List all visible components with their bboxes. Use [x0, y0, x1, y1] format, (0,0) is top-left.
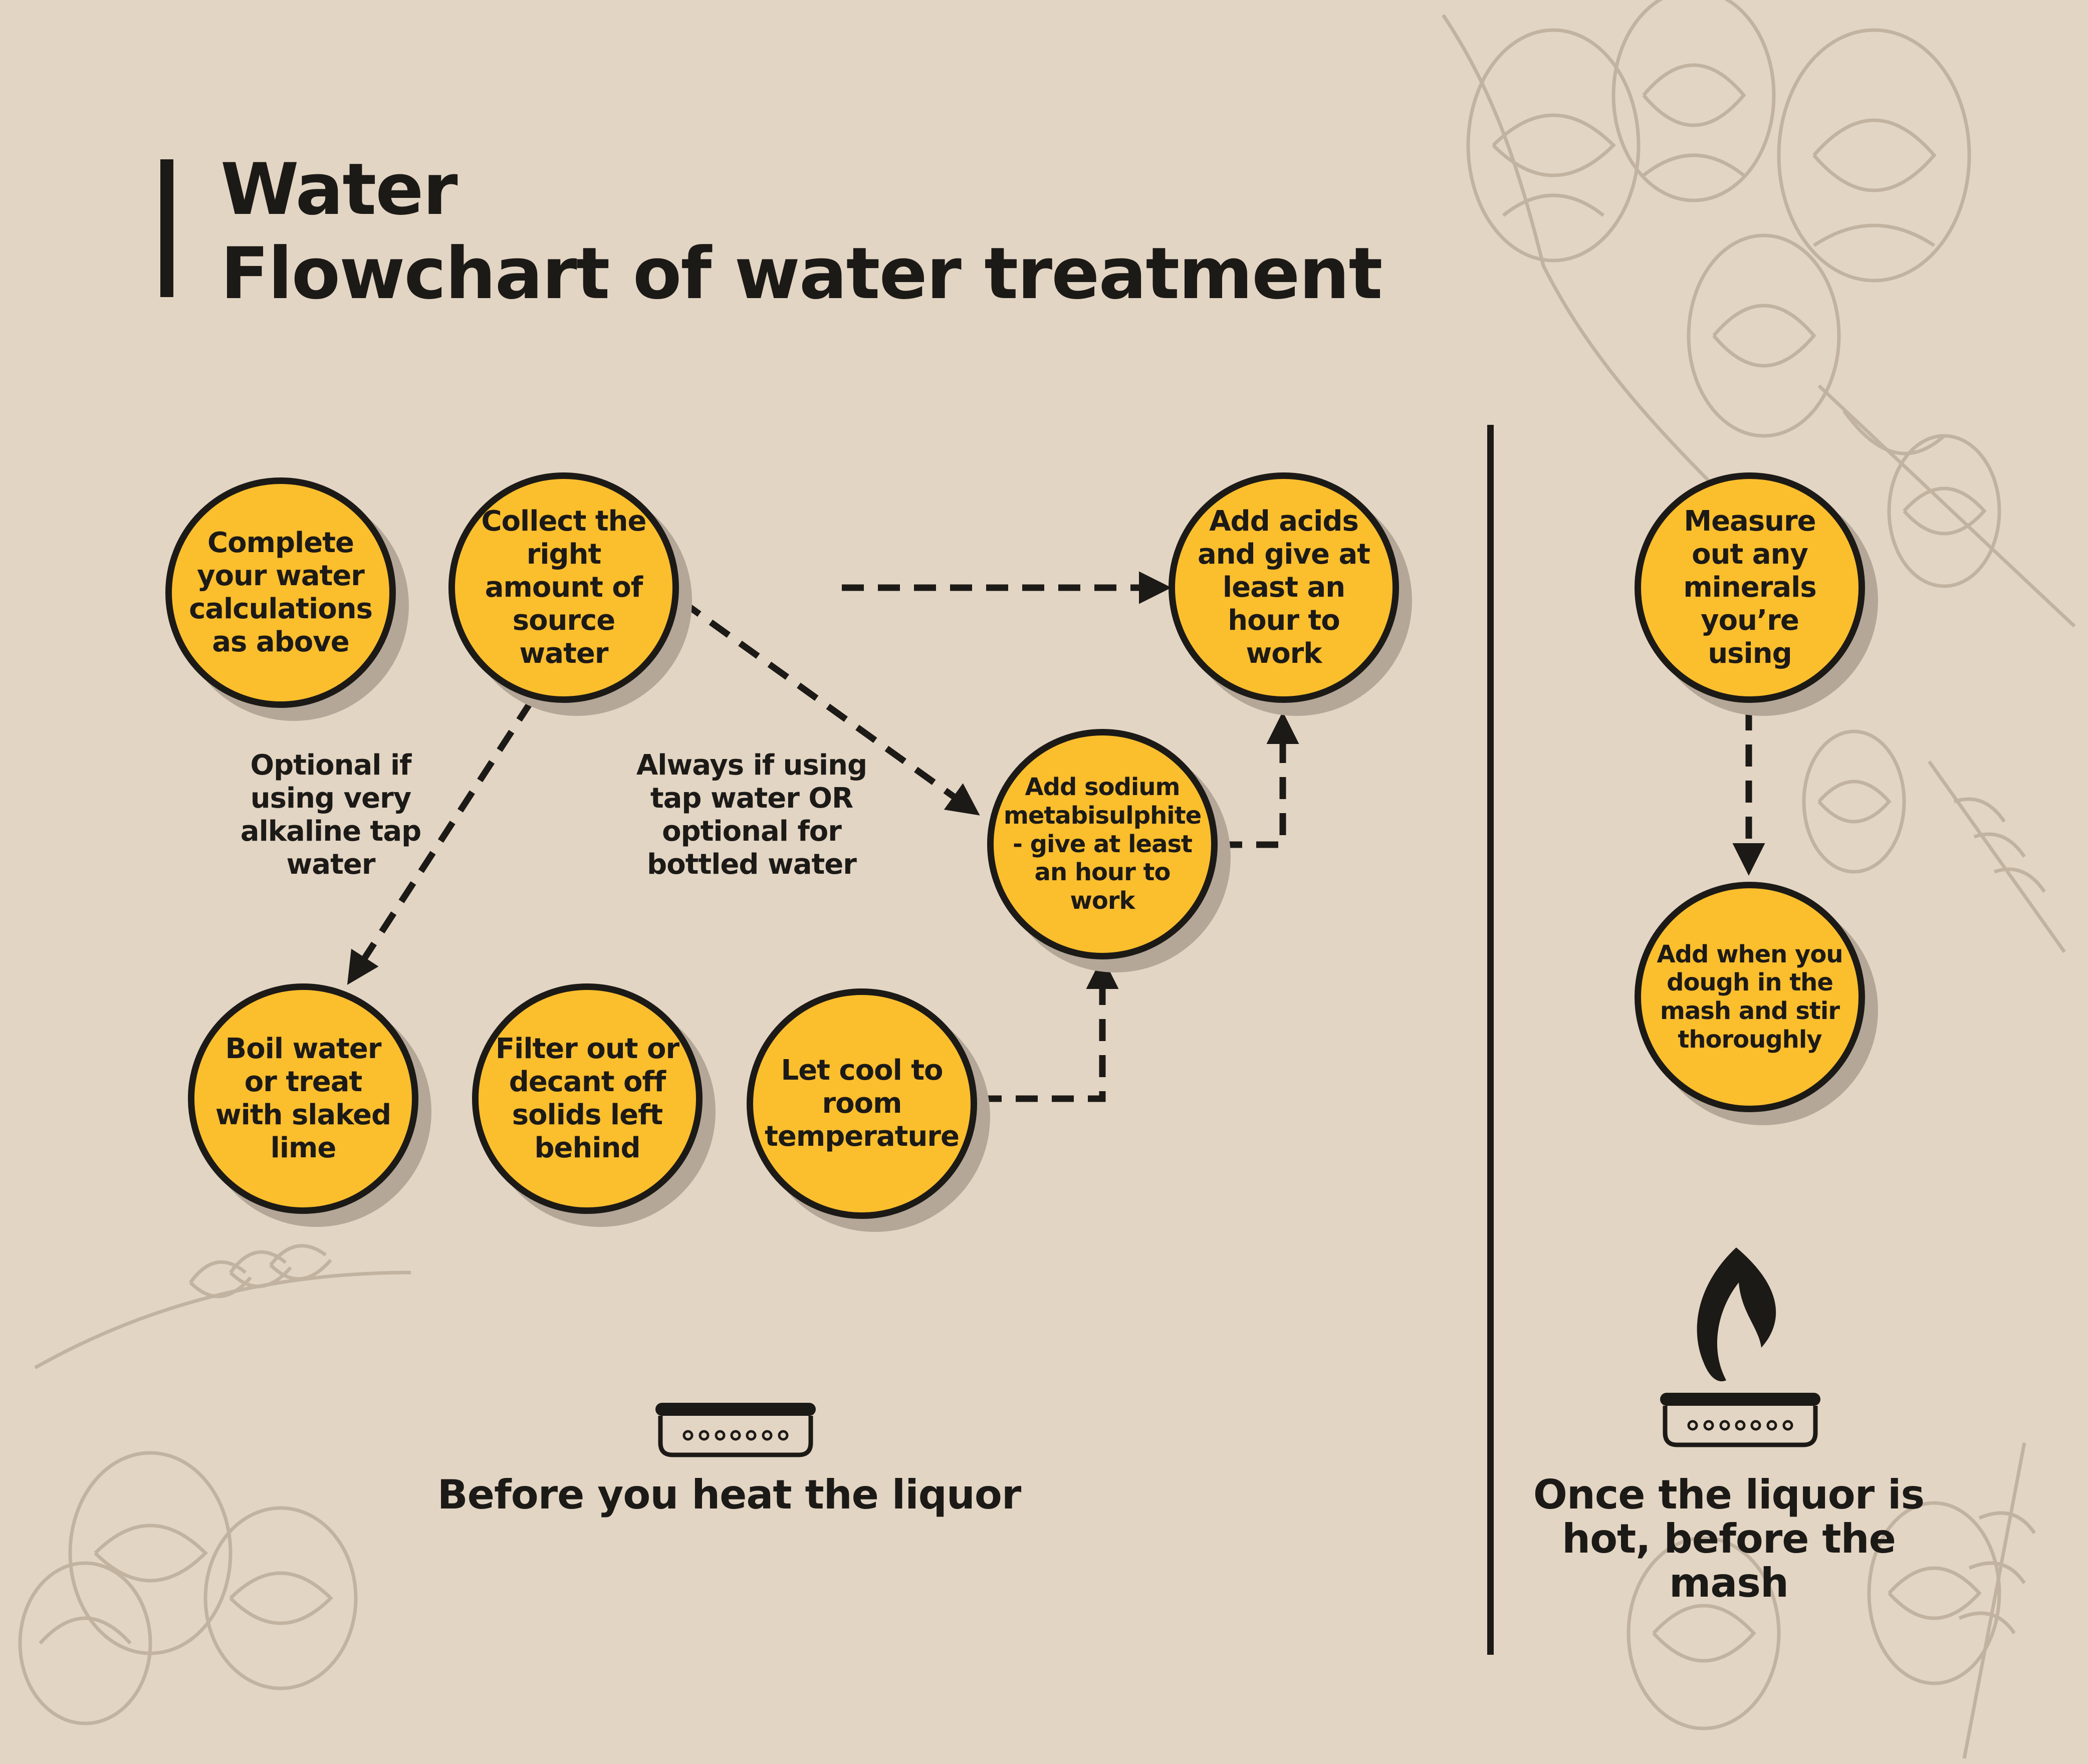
page-subtitle: Flowchart of water treatment: [220, 232, 1382, 315]
arrow-collect-to-boil: [347, 699, 534, 985]
hop-sketch-decoration: [18, 0, 2076, 1759]
burner-icon: [655, 1403, 816, 1457]
note-always-tap-water: Always if using tap water OR optional fo…: [636, 749, 867, 881]
node-label: Complete your water calculations as abov…: [189, 526, 373, 659]
node-label: Filter out or decant off solids left beh…: [495, 1032, 679, 1165]
page-title: Water: [220, 148, 458, 231]
node-add-sodium-metabisulphite: Add sodium metabisulphite - give at leas…: [987, 729, 1218, 959]
node-add-at-dough-in: Add when you dough in the mash and stir …: [1635, 882, 1865, 1112]
node-label: Measure out any minerals you’re using: [1683, 505, 1816, 670]
arrow-collect-to-sodium: [679, 598, 980, 816]
node-label: Add sodium metabisulphite - give at leas…: [1003, 773, 1202, 915]
flame-icon: [1697, 1247, 1776, 1382]
node-label: Let cool to room temperature: [765, 1054, 960, 1153]
arrow-cool-to-sodium: [980, 956, 1119, 1102]
node-add-acids: Add acids and give at least an hour to w…: [1169, 472, 1399, 703]
note-optional-alkaline: Optional if using very alkaline tap wate…: [240, 749, 421, 881]
node-label: Collect the right amount of source water: [481, 505, 646, 670]
arrow-sodium-to-acids: [1220, 711, 1299, 848]
section-caption-after-heat: Once the liquor is hot, before the mash: [1533, 1471, 1925, 1606]
section-divider: [1487, 425, 1494, 1655]
node-measure-minerals: Measure out any minerals you’re using: [1635, 472, 1865, 703]
burner-icon: [1660, 1393, 1820, 1447]
node-label: Boil water or treat with slaked lime: [215, 1032, 391, 1165]
node-collect-source-water: Collect the right amount of source water: [448, 472, 679, 703]
node-filter-or-decant: Filter out or decant off solids left beh…: [472, 983, 703, 1214]
node-label: Add acids and give at least an hour to w…: [1197, 505, 1370, 670]
connectors: [347, 571, 1765, 1102]
title-accent-bar: [160, 159, 173, 297]
node-boil-or-treat: Boil water or treat with slaked lime: [188, 983, 418, 1214]
node-let-cool: Let cool to room temperature: [747, 988, 977, 1219]
section-caption-before-heat: Before you heat the liquor: [437, 1471, 1022, 1518]
node-complete-calculations: Complete your water calculations as abov…: [165, 477, 396, 708]
node-label: Add when you dough in the mash and stir …: [1657, 940, 1843, 1054]
